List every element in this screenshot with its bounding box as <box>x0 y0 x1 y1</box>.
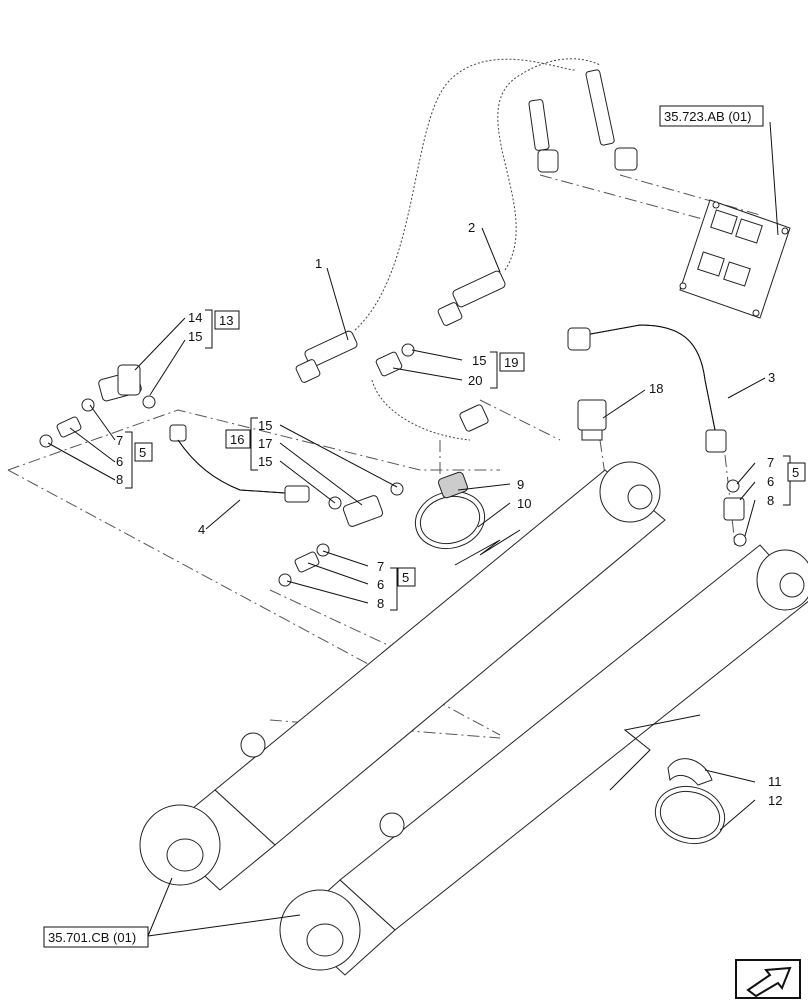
callout-2: 2 <box>468 220 475 235</box>
callout-3: 3 <box>768 370 775 385</box>
valve-block <box>679 199 791 319</box>
callout-15-upper-left: 15 <box>188 329 202 344</box>
hydraulic-cylinder-lower <box>279 544 808 976</box>
hose-part-4 <box>169 424 310 503</box>
callout-9: 9 <box>517 477 524 492</box>
callout-20: 20 <box>468 373 482 388</box>
leader-lines <box>47 121 779 937</box>
callout-6-left: 6 <box>116 454 123 469</box>
reference-35-701-cb-label[interactable]: 35.701.CB (01) <box>48 930 136 945</box>
callout-12: 12 <box>768 793 782 808</box>
callout-6-lower: 6 <box>377 577 384 592</box>
adapter-part-1 <box>295 330 358 383</box>
elbow-fitting-part-14 <box>81 364 156 412</box>
callout-14: 14 <box>188 310 202 325</box>
tee-fitting-part-18 <box>577 399 607 441</box>
clamp-part-9-10 <box>414 471 486 550</box>
callout-18: 18 <box>649 381 663 396</box>
callout-8-lower: 8 <box>377 596 384 611</box>
callout-15-center-top: 15 <box>258 418 272 433</box>
adapter-part-2 <box>437 270 506 326</box>
callout-5-boxed-lower: 5 <box>402 570 409 585</box>
callout-11: 11 <box>768 774 782 789</box>
reference-valve-block[interactable]: 35.723.AB (01) <box>659 105 764 127</box>
callout-13-boxed: 13 <box>219 313 233 328</box>
upper-hose-ends <box>528 69 638 173</box>
reference-35-723-ab-label[interactable]: 35.723.AB (01) <box>664 109 751 124</box>
callout-5-boxed-right: 5 <box>792 465 799 480</box>
callout-10: 10 <box>517 496 531 511</box>
callout-6-right: 6 <box>767 474 774 489</box>
reference-cylinders[interactable]: 35.701.CB (01) <box>43 926 149 948</box>
callout-numbers: 1 2 3 4 14 15 7 6 8 15 17 15 7 6 8 15 20… <box>116 220 782 808</box>
callout-17: 17 <box>258 436 272 451</box>
fitting-left-group <box>39 416 82 448</box>
callout-16-boxed: 16 <box>230 432 244 447</box>
callout-8-right: 8 <box>767 493 774 508</box>
callout-19-boxed: 19 <box>504 355 518 370</box>
callout-7-right: 7 <box>767 455 774 470</box>
callout-7-left: 7 <box>116 433 123 448</box>
hose-part-3 <box>567 324 727 453</box>
callout-15-upper-right: 15 <box>472 353 486 368</box>
boxed-callouts: 13 5 16 5 19 5 <box>134 310 806 587</box>
callout-4: 4 <box>198 522 205 537</box>
callout-8-left: 8 <box>116 472 123 487</box>
callout-5-boxed-left: 5 <box>139 445 146 460</box>
fitting-part-20 <box>375 343 415 377</box>
clamp-part-11-12 <box>654 758 726 845</box>
fitting-lower-group <box>278 543 330 587</box>
bracket-marks <box>125 309 791 611</box>
fitting-center-group <box>328 482 404 527</box>
fitting-right-group <box>723 479 747 547</box>
next-page-arrow-icon[interactable] <box>735 959 801 999</box>
hydraulic-cylinder-upper <box>139 461 666 891</box>
fitting-loose <box>459 404 489 432</box>
callout-7-lower: 7 <box>377 559 384 574</box>
callout-15-center-bottom: 15 <box>258 454 272 469</box>
callout-1: 1 <box>315 256 322 271</box>
hose-routes <box>354 58 601 441</box>
break-marks <box>454 529 701 791</box>
